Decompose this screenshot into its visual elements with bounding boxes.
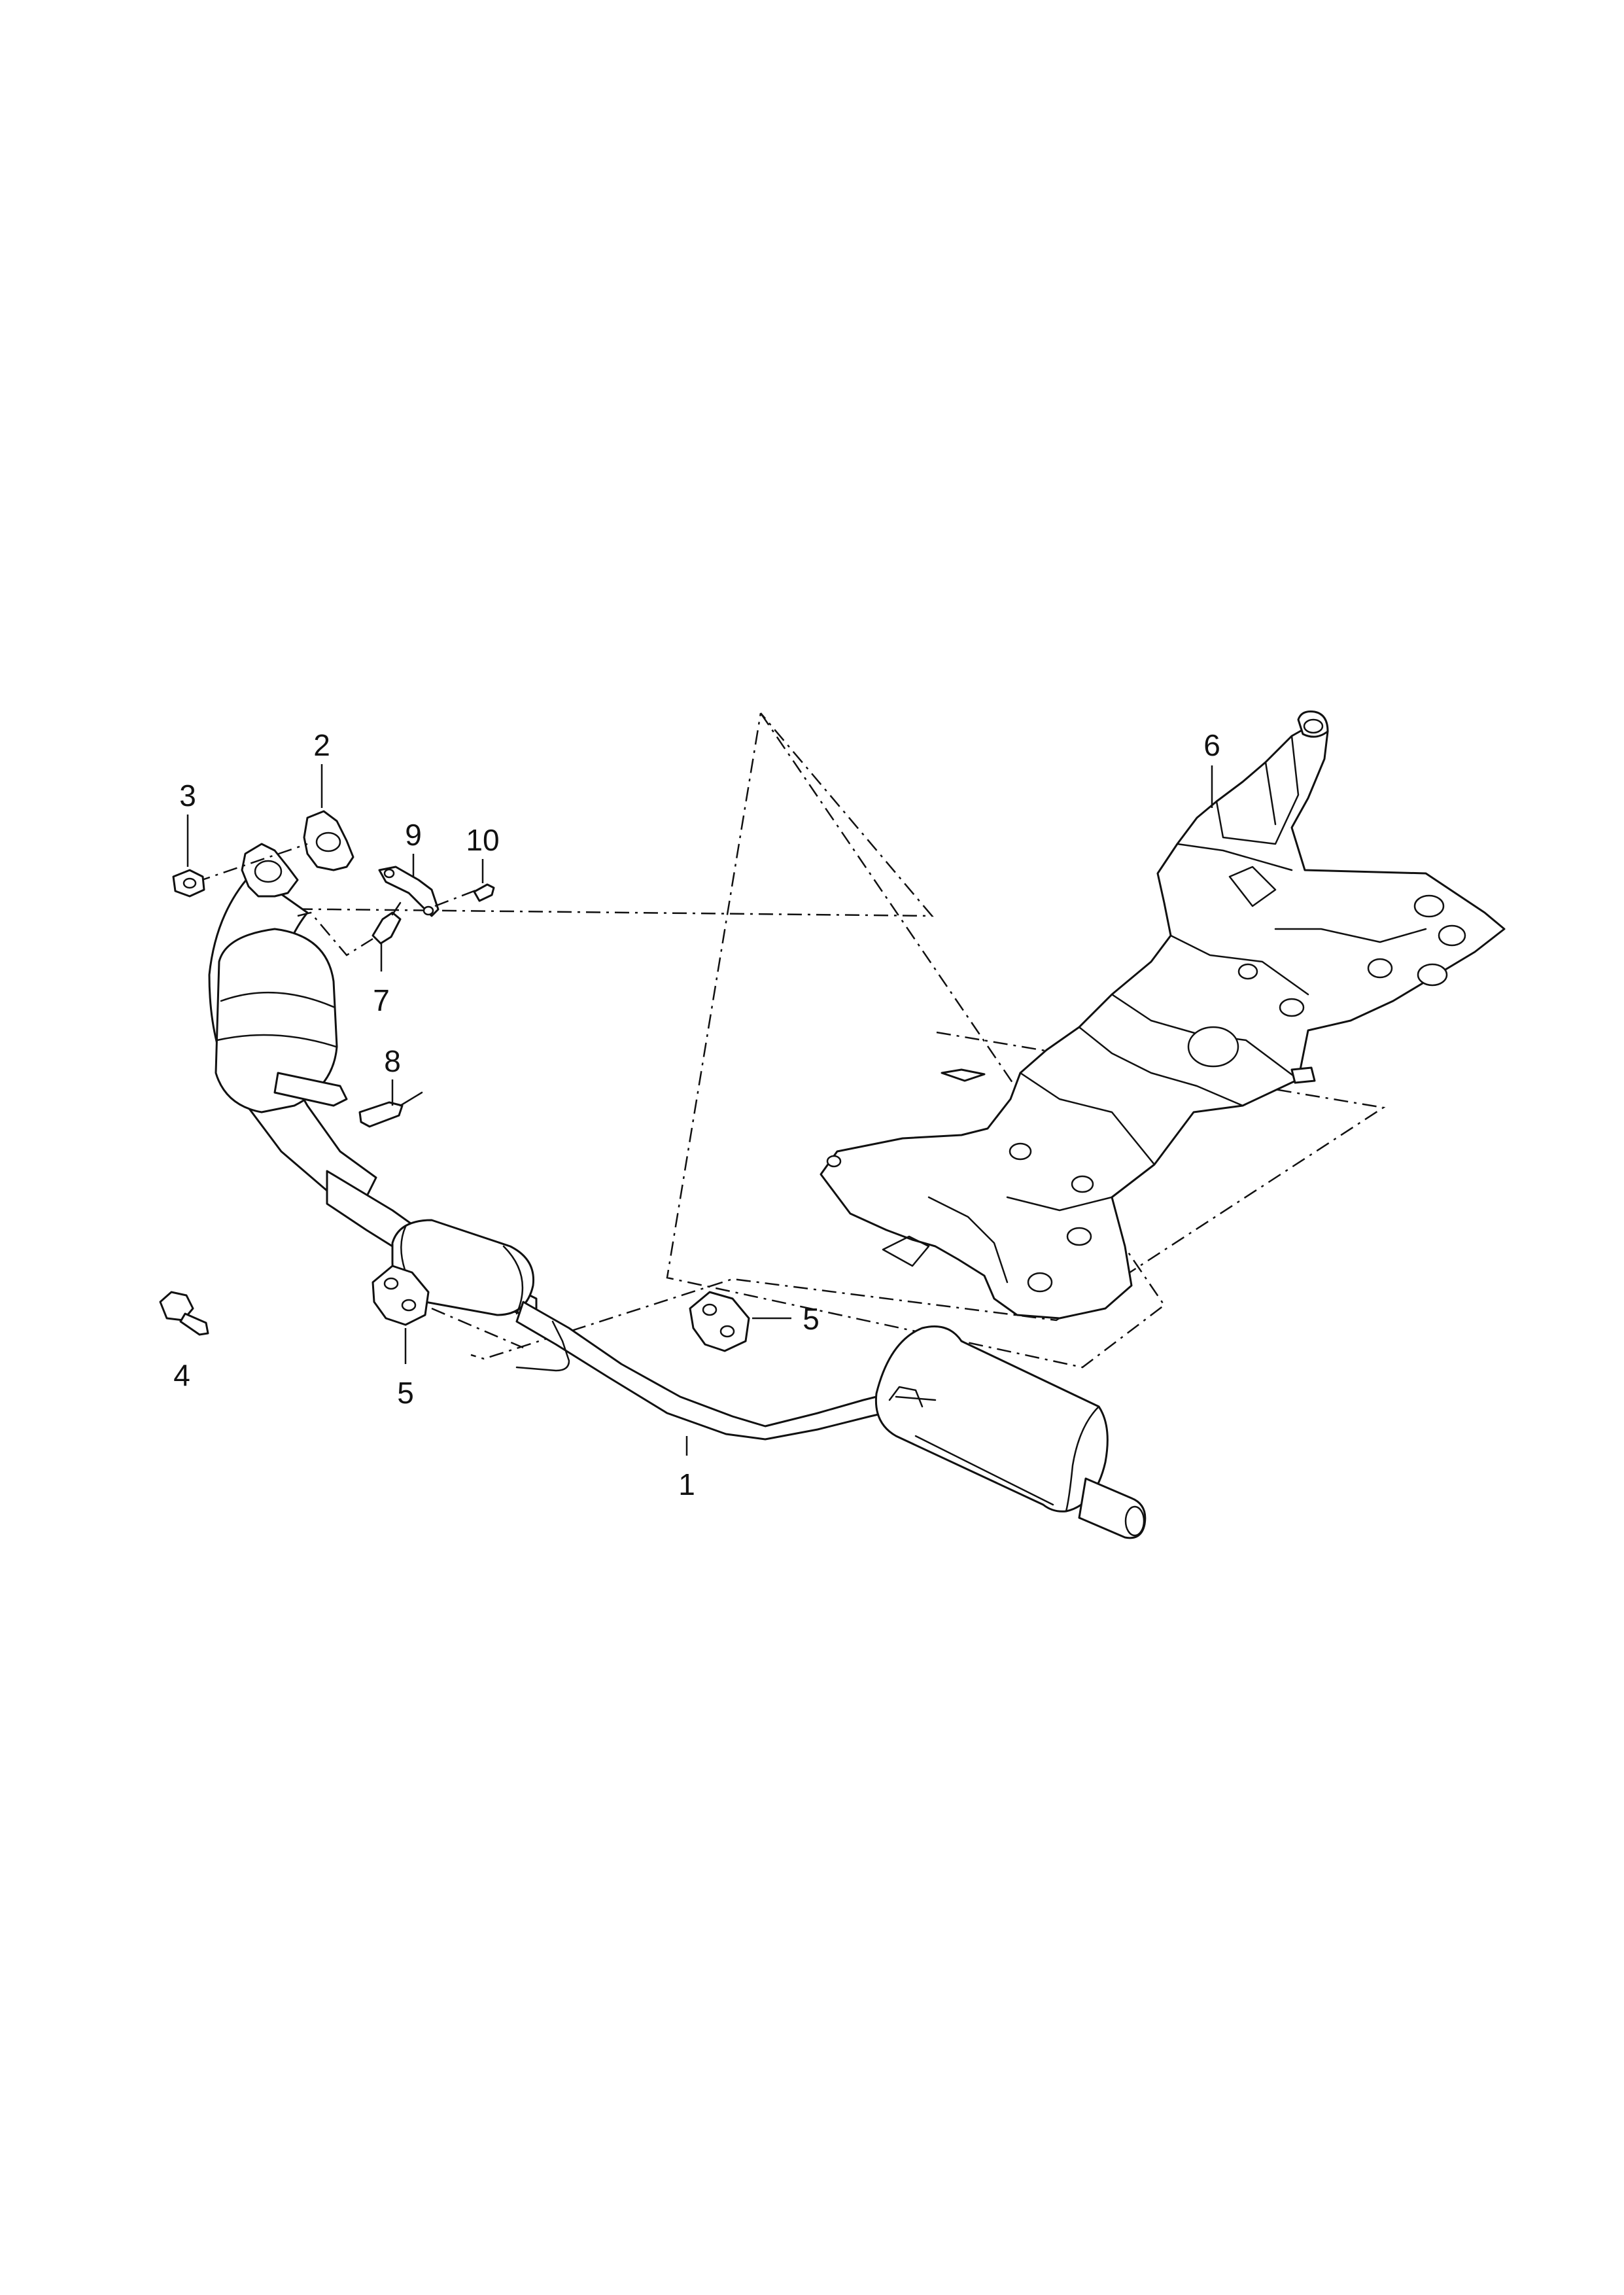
subframe-hole [1237, 963, 1258, 980]
subframe-outline [820, 724, 1506, 1320]
sensor-7-dash [297, 911, 373, 956]
flange-nut-bore [182, 877, 197, 889]
nut-to-flange-dash [196, 843, 308, 883]
reference-frames [269, 712, 1386, 1369]
flange-bolt [159, 1291, 209, 1336]
subframe-hole [1071, 1175, 1094, 1193]
rear-muffler-end-cap [1065, 1405, 1100, 1513]
callout-9: 9 [405, 818, 422, 852]
sensor-bracket-group [297, 866, 495, 1128]
subframe-tower-bore [1303, 718, 1324, 734]
rear-muffler-seam [895, 1395, 1054, 1506]
sensor-bracket-hole [423, 905, 434, 916]
rubber-hanger-left-hole [383, 1277, 399, 1290]
sensor-bracket-hole [383, 868, 395, 879]
rubber-hanger-right-hole [702, 1303, 717, 1316]
reference-frame-large [470, 1031, 1386, 1360]
manifold-flange-group [172, 810, 354, 898]
callout-4: 4 [173, 1358, 190, 1392]
subframe-hole [1413, 894, 1445, 918]
bracket-bolt [473, 883, 495, 902]
reference-frame-small [666, 712, 1166, 1369]
subframe-pin-left [941, 1068, 986, 1082]
subframe-front-tab [882, 1235, 930, 1267]
front-pipe-flange-bore [254, 860, 283, 883]
callout-8: 8 [384, 1044, 401, 1078]
callout-labels: 1 2 3 4 5 5 6 7 8 9 10 [173, 728, 1220, 1501]
oxygen-sensor-rear [358, 1101, 404, 1128]
subframe [820, 710, 1506, 1320]
pipe-hanger-rod [515, 1320, 570, 1372]
callout-5a: 5 [397, 1376, 414, 1410]
rubber-hanger-right-hole [719, 1325, 735, 1338]
reference-frame-left-link [269, 712, 934, 917]
muffler-hanger [888, 1386, 924, 1408]
callout-2: 2 [313, 728, 330, 762]
leader-lines [186, 764, 1213, 1456]
subframe-tower [1215, 735, 1300, 845]
sensor-boss [273, 1072, 348, 1107]
callout-1: 1 [678, 1467, 695, 1501]
subframe-hole [1027, 1272, 1053, 1293]
callout-6: 6 [1203, 728, 1220, 762]
callout-10: 10 [466, 823, 499, 857]
bracket-bolt-dash [434, 888, 478, 907]
rubber-hangers [371, 1265, 750, 1352]
sensor-bracket [378, 866, 440, 917]
callout-7: 7 [373, 983, 390, 1017]
subframe-hole [1066, 1227, 1092, 1246]
rubber-hanger-right [689, 1291, 750, 1352]
subframe-pin-right [1290, 1066, 1316, 1084]
catalytic-converter-seam [216, 991, 337, 1048]
oxygen-sensor-front [371, 911, 402, 945]
subframe-square-pocket [1228, 866, 1277, 907]
rear-muffler [874, 1325, 1109, 1513]
subframe-hole [1279, 998, 1305, 1017]
subframe-hole [826, 1155, 842, 1168]
tailpipe-outlet [1124, 1505, 1145, 1537]
gasket-bore [315, 832, 341, 852]
oxygen-sensor-rear-wire [399, 1091, 423, 1107]
subframe-center-boss [1187, 1026, 1239, 1068]
rubber-hanger-left-hole [401, 1299, 417, 1312]
subframe-hole [1417, 963, 1448, 987]
subframe-hole [1438, 924, 1466, 947]
oxygen-sensor-front-wire [391, 902, 402, 916]
callout-3: 3 [179, 779, 196, 813]
rubber-hanger-left-dash [431, 1307, 524, 1349]
flange-bolt-shank [179, 1312, 209, 1336]
callout-5b: 5 [803, 1302, 820, 1336]
subframe-hole [1009, 1142, 1032, 1161]
subframe-hole [1367, 958, 1393, 979]
